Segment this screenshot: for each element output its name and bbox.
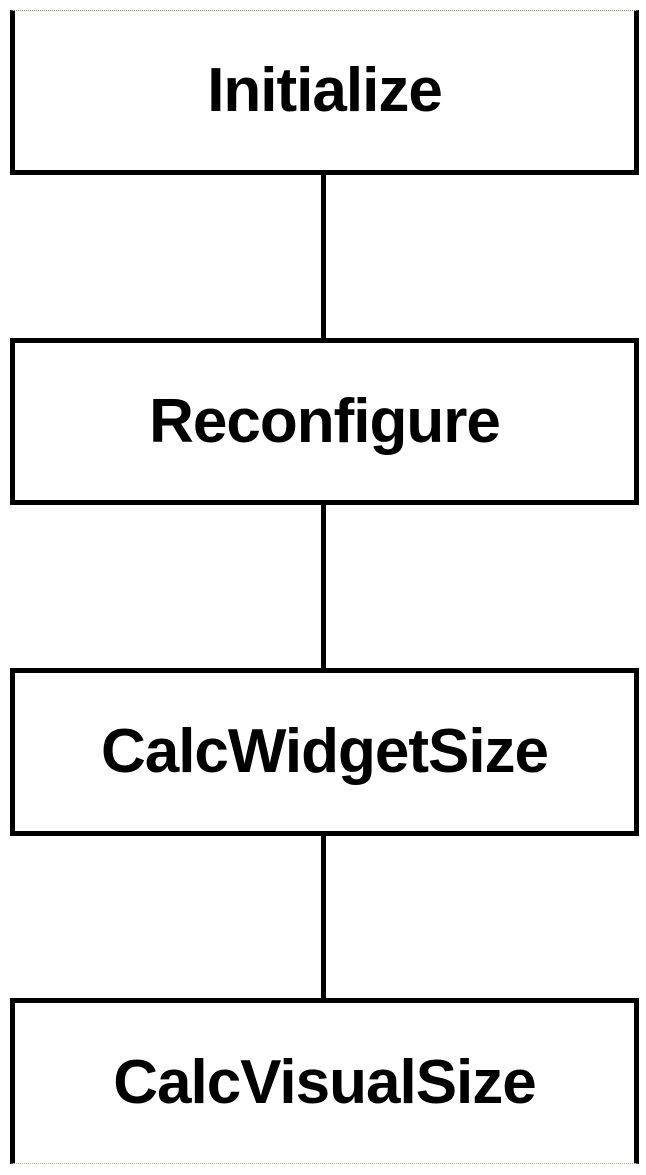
- flow-node-initialize: Initialize: [10, 10, 639, 175]
- connector-calcwidgetsize-to-calcvisualsize: [321, 836, 326, 998]
- flow-node-reconfigure: Reconfigure: [10, 338, 639, 505]
- flow-node-reconfigure-label: Reconfigure: [149, 386, 501, 456]
- flow-node-initialize-label: Initialize: [207, 55, 443, 125]
- flow-node-calcvisualsize-label: CalcVisualSize: [113, 1048, 537, 1117]
- flow-node-calcwidgetsize-label: CalcWidgetSize: [100, 717, 549, 786]
- connector-reconfigure-to-calcwidgetsize: [321, 505, 326, 668]
- connector-initialize-to-reconfigure: [321, 175, 326, 338]
- flow-node-calcwidgetsize: CalcWidgetSize: [10, 668, 639, 836]
- flow-node-calcvisualsize: CalcVisualSize: [10, 998, 639, 1164]
